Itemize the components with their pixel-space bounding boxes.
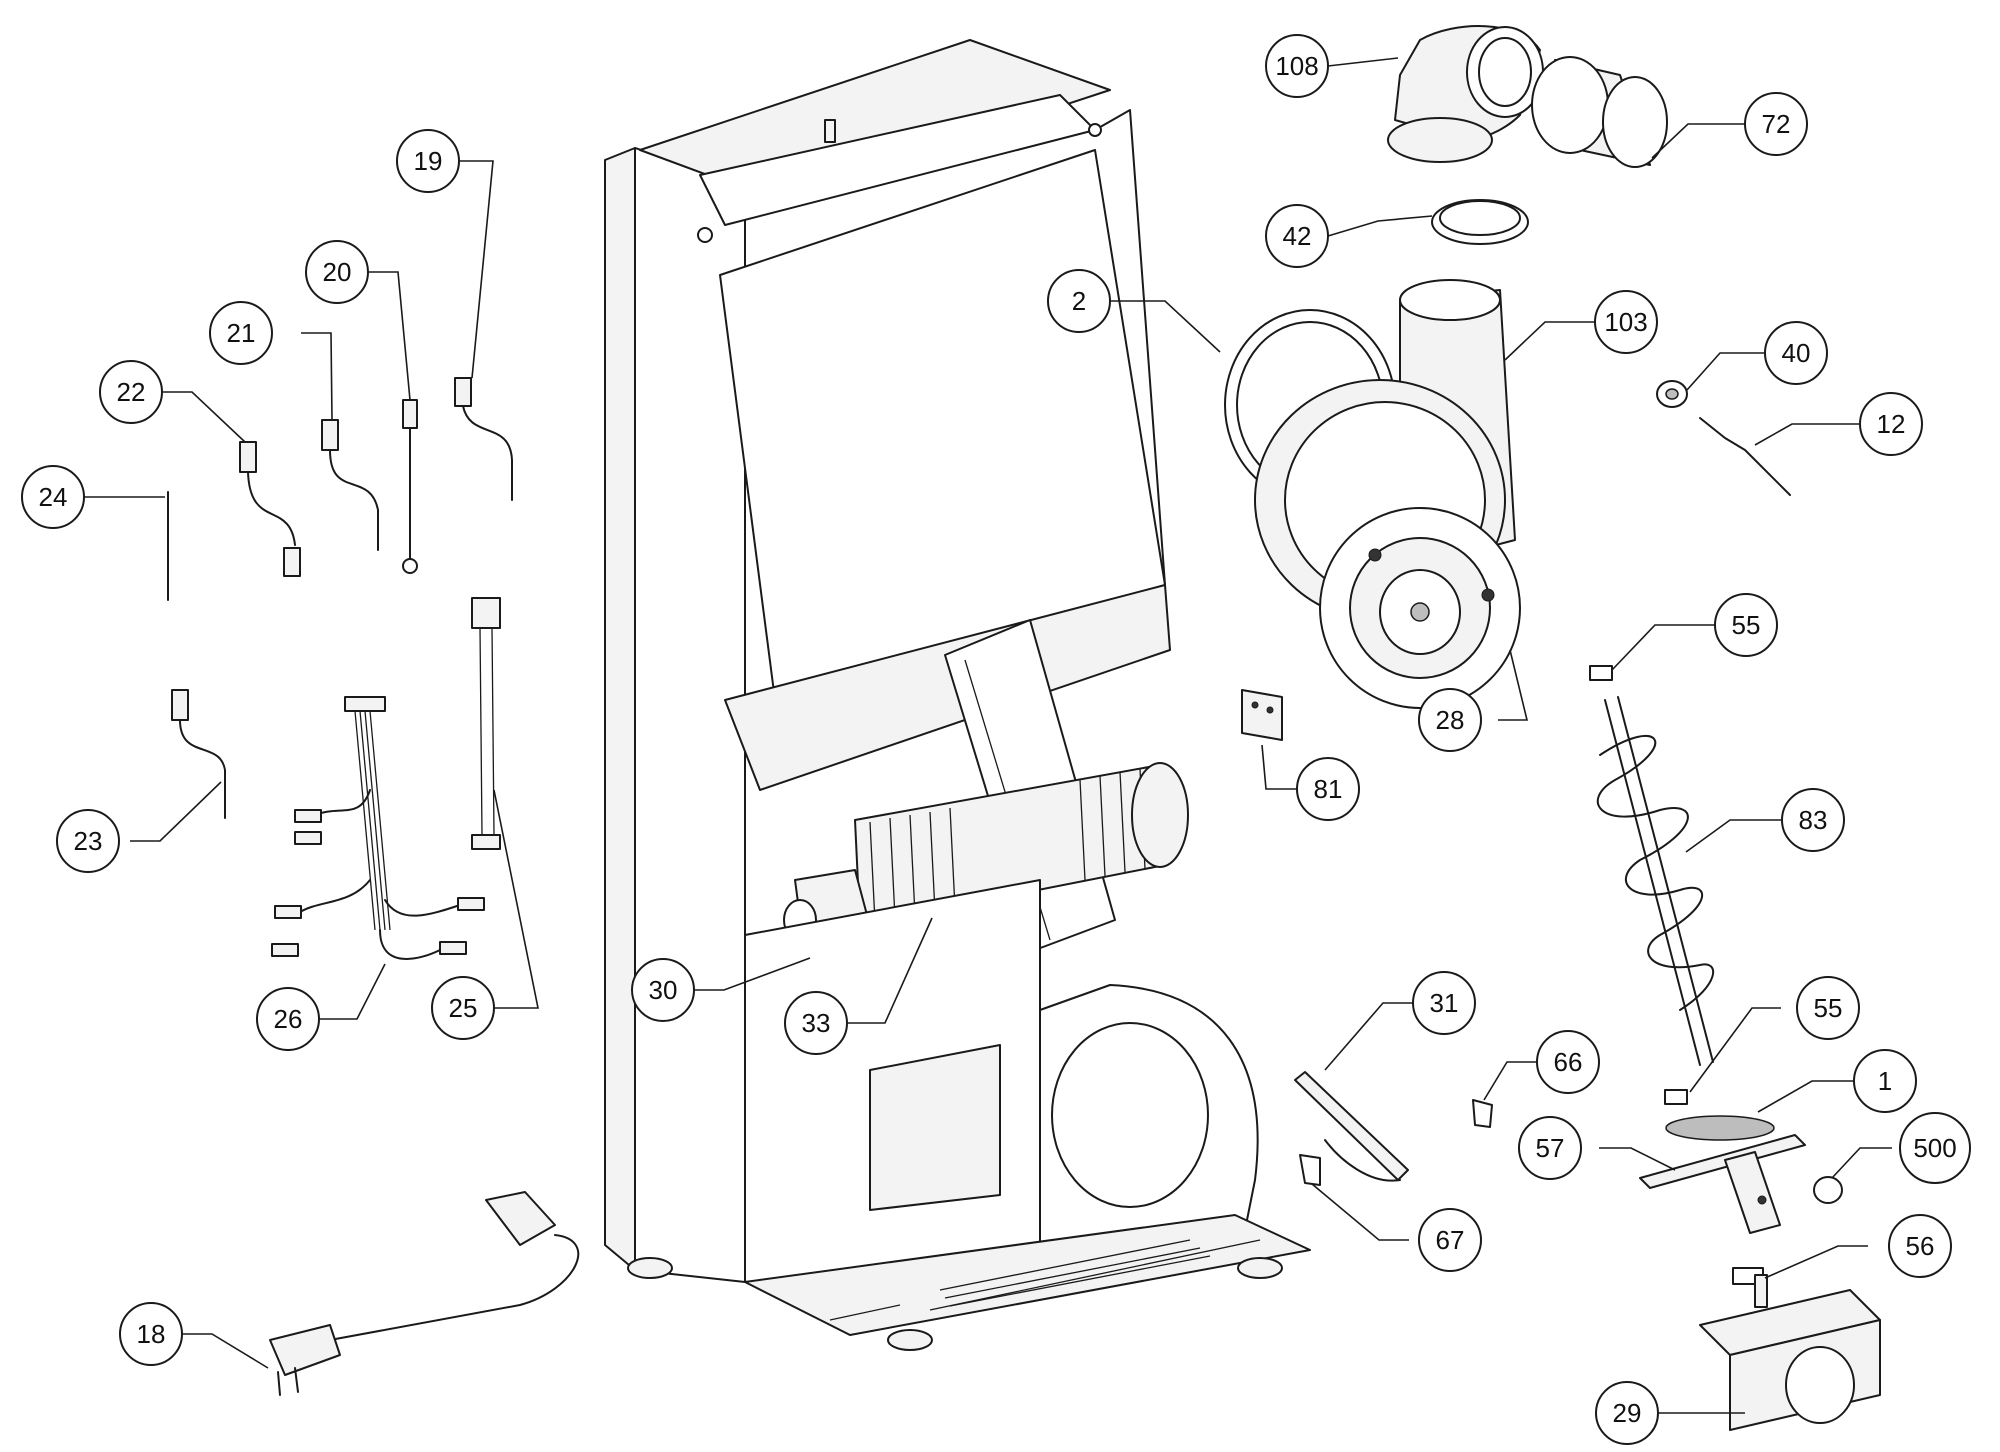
callout-108: 108 xyxy=(1265,34,1329,98)
svg-text:108: 108 xyxy=(1275,51,1318,81)
pipe-72 xyxy=(1531,56,1668,168)
callout-67: 67 xyxy=(1418,1208,1482,1272)
svg-text:55: 55 xyxy=(1732,610,1761,640)
svg-text:72: 72 xyxy=(1762,109,1791,139)
callout-31: 31 xyxy=(1412,971,1476,1035)
callout-55-lower: 55 xyxy=(1796,976,1860,1040)
svg-text:500: 500 xyxy=(1913,1133,1956,1163)
svg-text:31: 31 xyxy=(1430,988,1459,1018)
svg-text:42: 42 xyxy=(1283,221,1312,251)
callout-72: 72 xyxy=(1744,92,1808,156)
clip-67 xyxy=(1299,1154,1321,1186)
callout-22: 22 xyxy=(99,360,163,424)
gasket-1 xyxy=(1665,1115,1775,1141)
callout-12: 12 xyxy=(1859,392,1923,456)
sensor-12 xyxy=(1699,417,1791,496)
svg-text:67: 67 xyxy=(1436,1225,1465,1255)
elbow-108 xyxy=(1387,25,1544,163)
callout-57: 57 xyxy=(1518,1116,1582,1180)
cable-21 xyxy=(321,419,379,551)
svg-text:55: 55 xyxy=(1814,993,1843,1023)
cable-25 xyxy=(471,597,501,850)
callout-33: 33 xyxy=(784,991,848,1055)
svg-text:2: 2 xyxy=(1072,286,1086,316)
svg-text:83: 83 xyxy=(1799,805,1828,835)
svg-text:12: 12 xyxy=(1877,409,1906,439)
callout-1: 1 xyxy=(1853,1049,1917,1113)
svg-text:26: 26 xyxy=(274,1004,303,1034)
leader-lines xyxy=(84,57,1892,1414)
callout-20: 20 xyxy=(305,240,369,304)
callout-83: 83 xyxy=(1781,788,1845,852)
svg-text:28: 28 xyxy=(1436,705,1465,735)
callout-103: 103 xyxy=(1594,290,1658,354)
cable-19 xyxy=(454,377,513,501)
cable-20 xyxy=(402,399,418,574)
callout-24: 24 xyxy=(21,465,85,529)
svg-text:21: 21 xyxy=(227,318,256,348)
gear-motor-29 xyxy=(1699,1274,1881,1431)
rod-31 xyxy=(1294,1071,1409,1182)
svg-text:57: 57 xyxy=(1536,1133,1565,1163)
svg-text:1: 1 xyxy=(1878,1066,1892,1096)
svg-text:66: 66 xyxy=(1554,1047,1583,1077)
svg-text:30: 30 xyxy=(649,975,678,1005)
harness-26 xyxy=(271,696,485,960)
callout-25: 25 xyxy=(431,976,495,1040)
power-cord-18 xyxy=(269,1191,580,1396)
callout-26: 26 xyxy=(256,987,320,1051)
bushing-55-upper xyxy=(1589,665,1613,681)
callout-55-upper: 55 xyxy=(1714,593,1778,657)
svg-text:18: 18 xyxy=(137,1319,166,1349)
callout-18: 18 xyxy=(119,1302,183,1366)
svg-text:23: 23 xyxy=(74,826,103,856)
svg-text:29: 29 xyxy=(1613,1398,1642,1428)
svg-text:103: 103 xyxy=(1604,307,1647,337)
svg-text:56: 56 xyxy=(1906,1231,1935,1261)
callout-40: 40 xyxy=(1764,321,1828,385)
cable-22 xyxy=(239,441,301,577)
callout-56: 56 xyxy=(1888,1214,1952,1278)
base-vents xyxy=(829,1239,1211,1321)
auger-83 xyxy=(1596,696,1715,1066)
callout-30: 30 xyxy=(631,958,695,1022)
svg-text:33: 33 xyxy=(802,1008,831,1038)
cable-23 xyxy=(171,689,226,819)
svg-text:19: 19 xyxy=(414,146,443,176)
callout-19: 19 xyxy=(396,129,460,193)
svg-text:25: 25 xyxy=(449,993,478,1023)
bushing-55-lower xyxy=(1664,1089,1688,1105)
callout-21: 21 xyxy=(209,301,273,365)
callout-23: 23 xyxy=(56,809,120,873)
svg-text:81: 81 xyxy=(1314,774,1343,804)
callout-500: 500 xyxy=(1899,1112,1971,1184)
callout-42: 42 xyxy=(1265,204,1329,268)
cap-40 xyxy=(1656,380,1688,408)
svg-text:20: 20 xyxy=(323,257,352,287)
callout-81: 81 xyxy=(1296,757,1360,821)
callout-66: 66 xyxy=(1536,1030,1600,1094)
clip-66 xyxy=(1472,1099,1493,1128)
svg-text:40: 40 xyxy=(1782,338,1811,368)
bracket-81 xyxy=(1241,689,1283,741)
stove-chassis xyxy=(604,39,1311,1351)
callout-29: 29 xyxy=(1595,1381,1659,1445)
flange-57 xyxy=(1639,1134,1806,1234)
svg-text:24: 24 xyxy=(39,482,68,512)
callout-28: 28 xyxy=(1418,688,1482,752)
svg-text:22: 22 xyxy=(117,377,146,407)
gasket-42 xyxy=(1431,199,1529,245)
fan-motor-28 xyxy=(1319,507,1521,709)
plug-500 xyxy=(1813,1176,1843,1204)
callout-2: 2 xyxy=(1047,269,1111,333)
